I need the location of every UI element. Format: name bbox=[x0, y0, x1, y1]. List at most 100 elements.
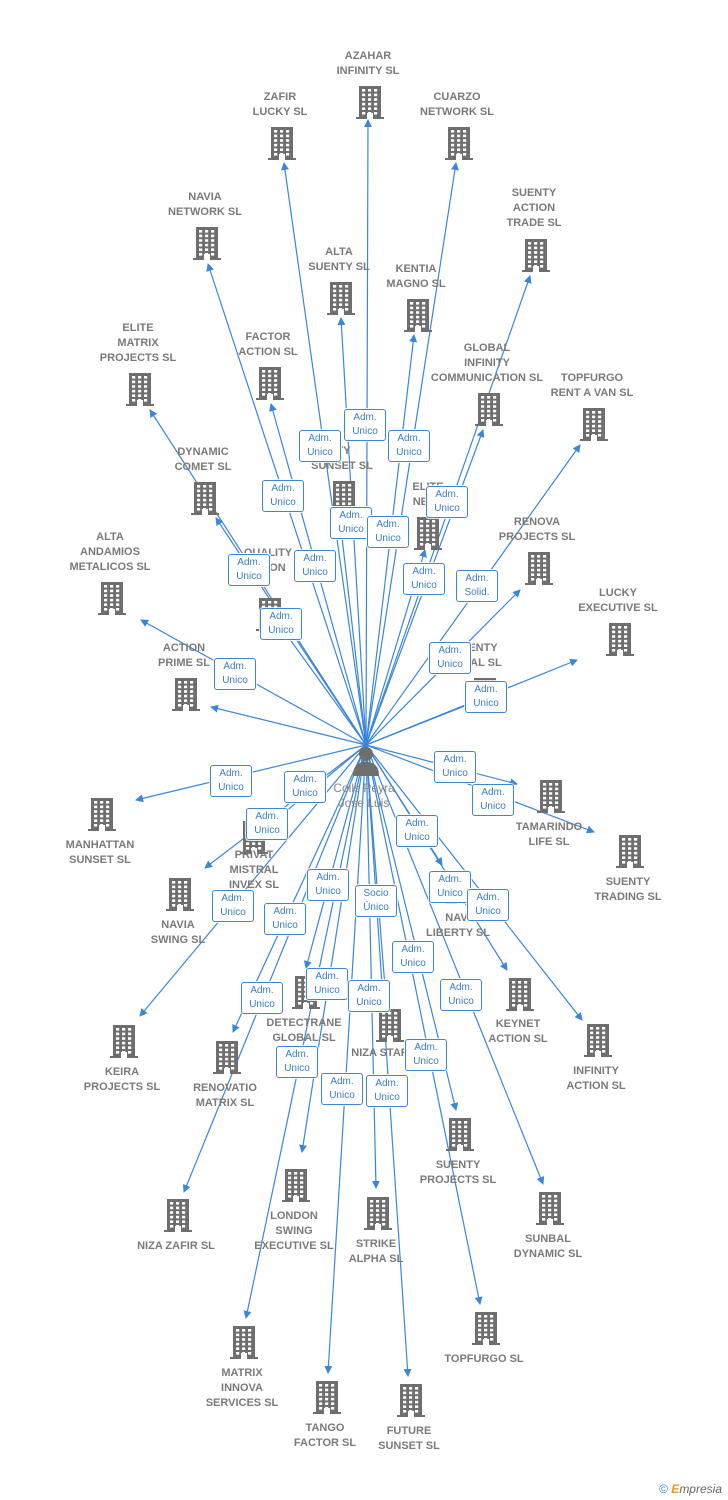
company-label-line: INNOVA bbox=[221, 1382, 263, 1394]
person-name[interactable]: Colls Peyra Jose Luis bbox=[304, 781, 424, 811]
role-badge-text: Adm. bbox=[401, 944, 425, 955]
building-icon[interactable] bbox=[376, 1008, 404, 1042]
building-icon[interactable] bbox=[110, 1024, 138, 1058]
building-icon[interactable] bbox=[397, 1383, 425, 1417]
company-label-topfurgo[interactable]: TOPFURGO SL bbox=[409, 1352, 559, 1367]
company-label-niza_star[interactable]: NIZA STAR bbox=[305, 1046, 455, 1061]
building-icon[interactable] bbox=[616, 834, 644, 868]
building-icon[interactable] bbox=[313, 1380, 341, 1414]
building-icon[interactable] bbox=[327, 281, 355, 315]
building-icon[interactable] bbox=[256, 366, 284, 400]
building-icon[interactable] bbox=[282, 1168, 310, 1202]
company-label-line: INFINITY bbox=[464, 357, 510, 369]
company-label-line: LUCKY SL bbox=[252, 106, 308, 118]
building-icon[interactable] bbox=[446, 1117, 474, 1151]
person-node[interactable] bbox=[349, 744, 383, 778]
building-icon[interactable] bbox=[472, 1311, 500, 1345]
role-badge-text: Unico bbox=[292, 788, 318, 799]
building-icon[interactable] bbox=[414, 516, 442, 550]
building-icon[interactable] bbox=[506, 977, 534, 1011]
person-name-line2: Jose Luis bbox=[338, 796, 390, 810]
company-label-line: PROJECTS SL bbox=[419, 1174, 497, 1186]
building-icon[interactable] bbox=[191, 481, 219, 515]
role-badge-text: Adm. bbox=[438, 874, 462, 885]
role-badge-text: Solid. bbox=[464, 587, 490, 598]
role-badge-text: Adm. bbox=[221, 893, 245, 904]
edge-suenty_vital bbox=[365, 698, 481, 746]
building-icon[interactable] bbox=[172, 677, 200, 711]
building-icon[interactable] bbox=[404, 298, 432, 332]
building-icon[interactable] bbox=[606, 622, 634, 656]
building-icon[interactable] bbox=[584, 1023, 612, 1057]
building-icon[interactable] bbox=[213, 1040, 241, 1074]
company-label-line: MATRIX bbox=[117, 337, 159, 349]
building-icon[interactable] bbox=[193, 226, 221, 260]
company-label-line: MAGNO SL bbox=[386, 278, 446, 290]
building-icon[interactable] bbox=[268, 126, 296, 160]
building-icon[interactable] bbox=[230, 1325, 258, 1359]
building-icon[interactable] bbox=[364, 1196, 392, 1230]
company-label-line: SUNBAL bbox=[525, 1233, 571, 1245]
company-label-niza_zafir[interactable]: NIZA ZAFIR SL bbox=[101, 1239, 251, 1254]
company-label-line: GLOBAL SL bbox=[272, 1032, 336, 1044]
role-badge-manhattan: Adm.Unico bbox=[210, 765, 252, 797]
company-label-line: PRIVAT bbox=[234, 849, 274, 861]
building-icon[interactable] bbox=[166, 877, 194, 911]
building-icon[interactable] bbox=[536, 1191, 564, 1225]
role-badge-text: Adm. bbox=[476, 892, 500, 903]
building-icon[interactable] bbox=[356, 85, 384, 119]
role-badge-text: Adm. bbox=[449, 982, 473, 993]
building-icon[interactable] bbox=[164, 1198, 192, 1232]
role-badge-text: Adm. bbox=[255, 811, 279, 822]
role-badge-keira: Adm.Unico bbox=[241, 982, 283, 1014]
role-badge-text: Adm. bbox=[438, 645, 462, 656]
role-badge-factor: Adm.Unico bbox=[294, 550, 336, 582]
building-icon[interactable] bbox=[330, 480, 358, 514]
building-icon[interactable] bbox=[98, 581, 126, 615]
role-badge-text: Unico bbox=[475, 906, 501, 917]
building-icon[interactable] bbox=[445, 126, 473, 160]
building-icon[interactable] bbox=[525, 551, 553, 585]
building-icon[interactable] bbox=[580, 407, 608, 441]
building-icon[interactable] bbox=[537, 779, 565, 813]
building-icon[interactable] bbox=[475, 392, 503, 426]
building-icon[interactable] bbox=[88, 797, 116, 831]
building-icon[interactable] bbox=[522, 238, 550, 272]
building-icon[interactable] bbox=[126, 372, 154, 406]
